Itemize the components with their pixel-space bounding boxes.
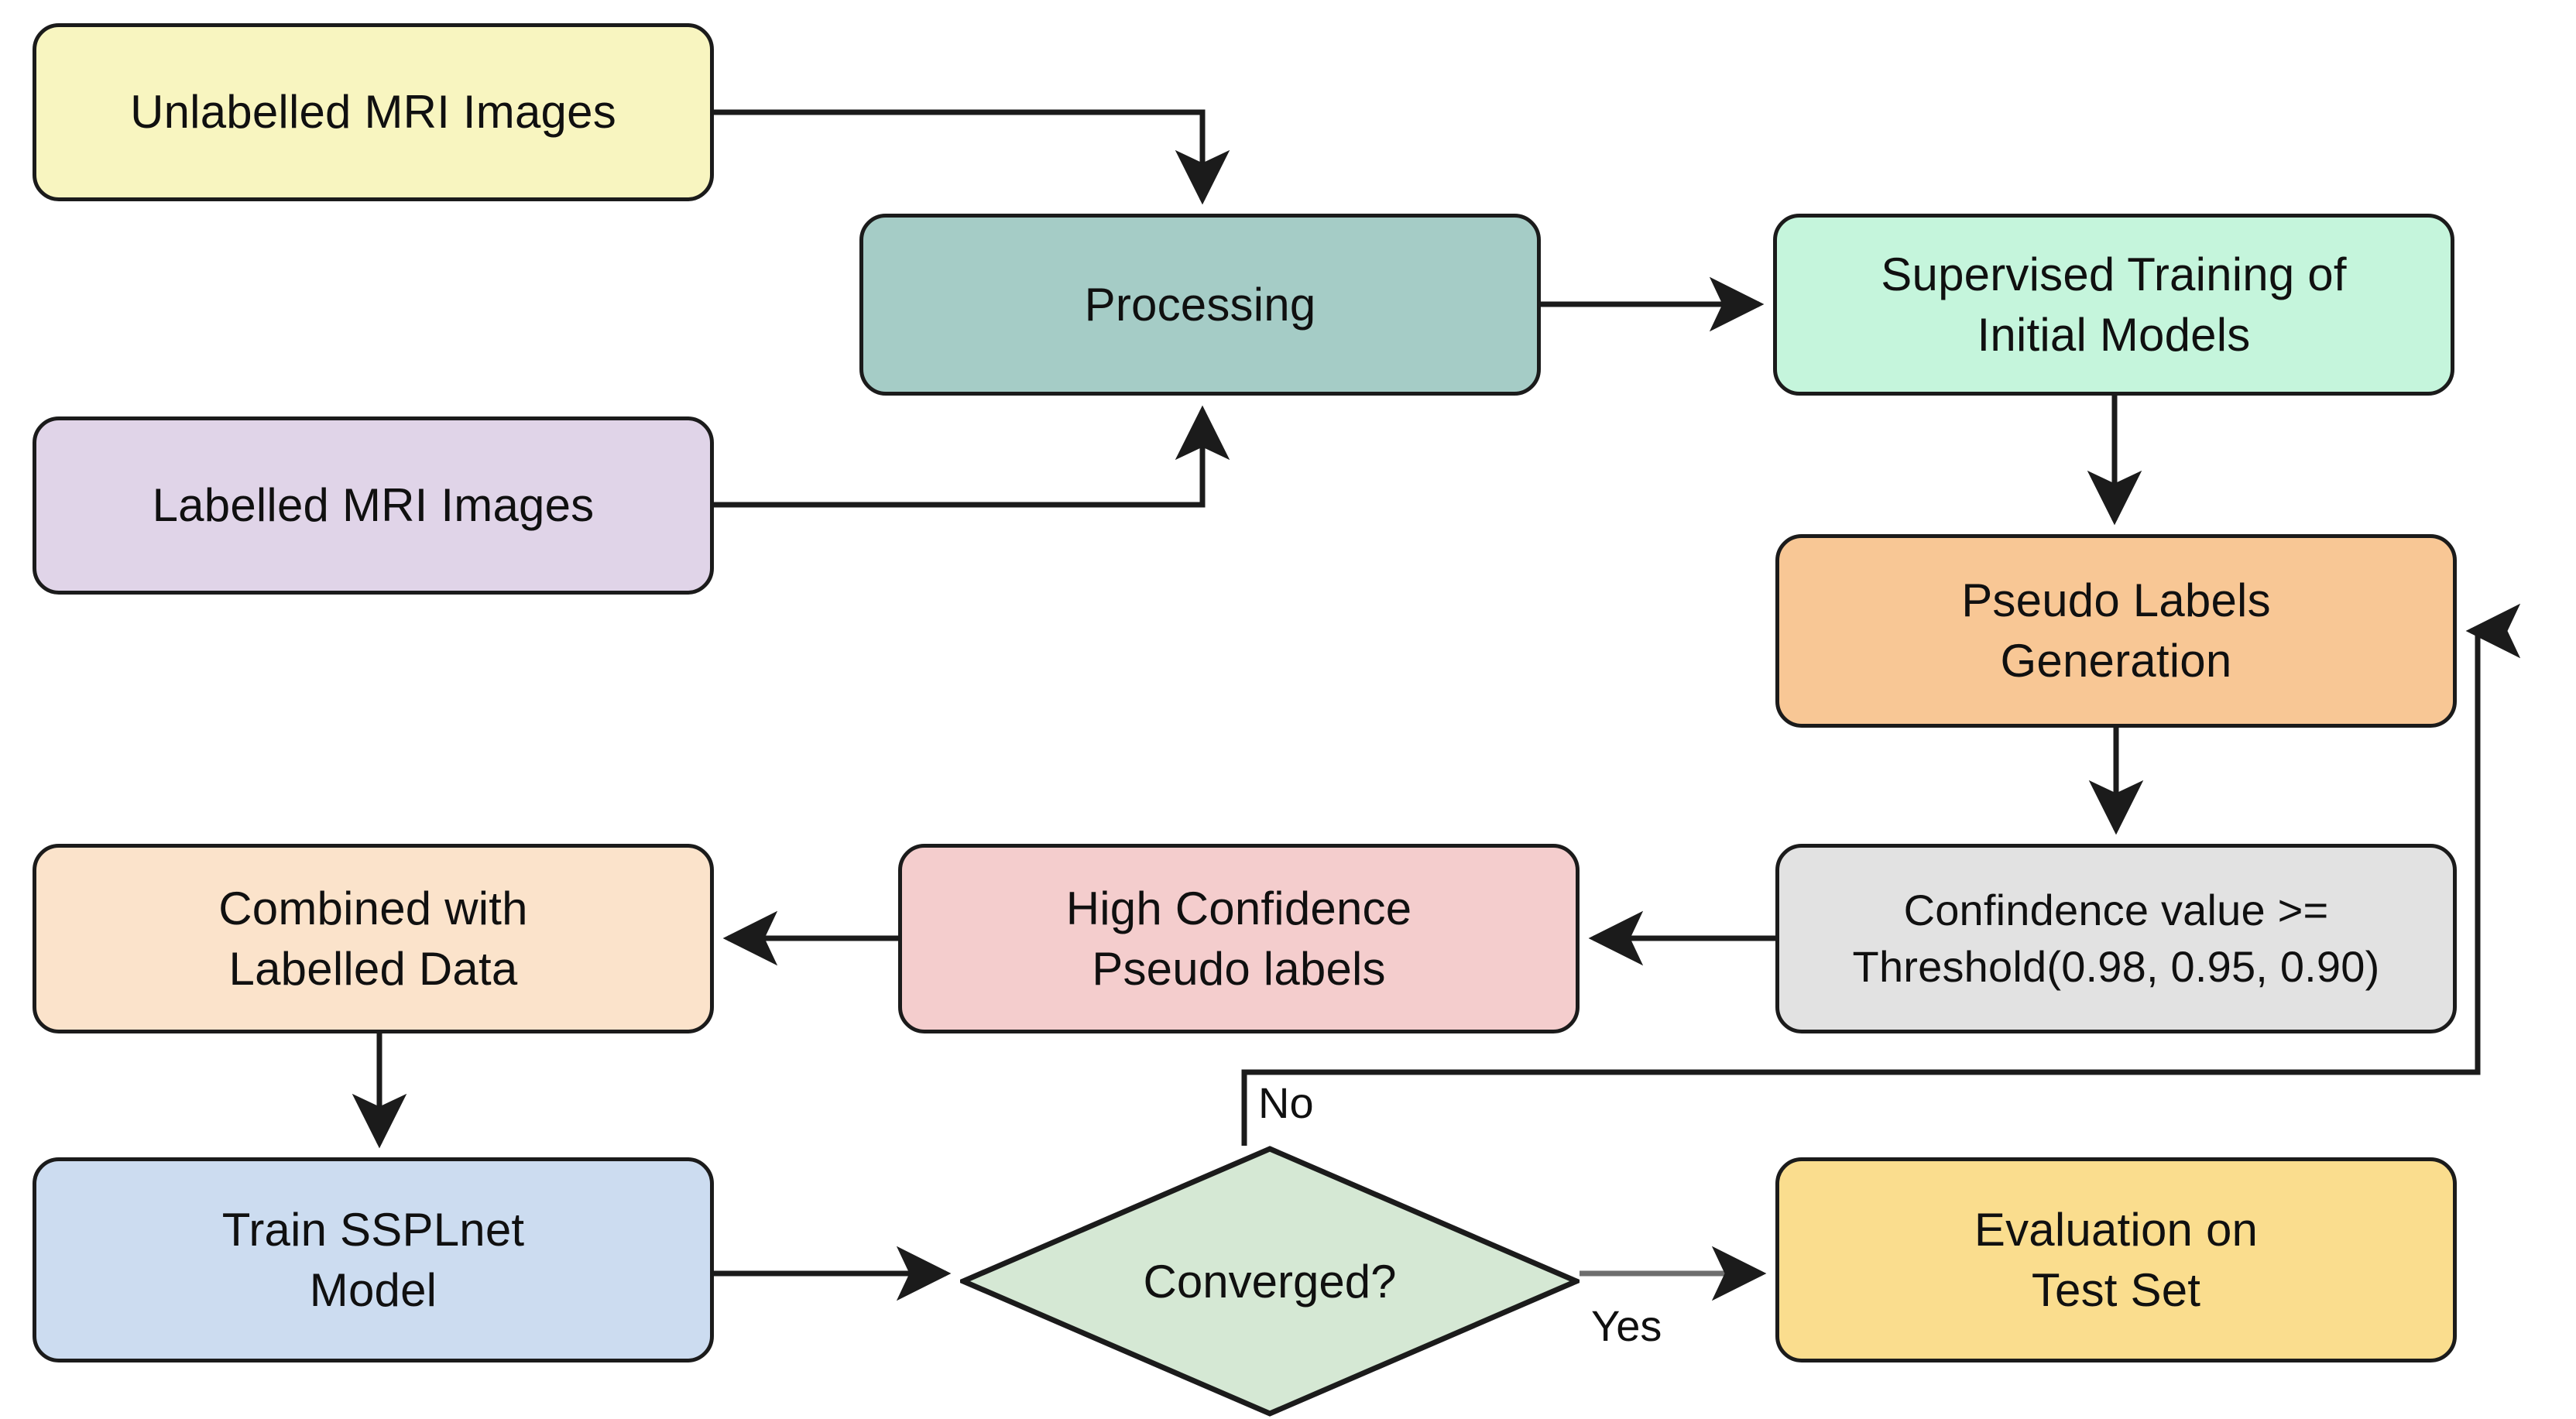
node-label: Pseudo Labels Generation: [1961, 574, 2271, 687]
node-label: Labelled MRI Images: [152, 479, 595, 531]
node-processing[interactable]: Processing: [859, 214, 1541, 396]
node-converged-decision[interactable]: Converged?: [960, 1146, 1580, 1417]
node-label: High Confidence Pseudo labels: [1065, 882, 1412, 995]
node-label-wrapper: Converged?: [960, 1146, 1580, 1417]
node-labelled-mri-images[interactable]: Labelled MRI Images: [33, 416, 714, 595]
node-label: Processing: [1084, 278, 1316, 331]
node-label: Unlabelled MRI Images: [130, 86, 616, 138]
node-evaluation-on-test-set[interactable]: Evaluation on Test Set: [1775, 1157, 2457, 1362]
edge-label-no: No: [1258, 1078, 1314, 1127]
node-pseudo-labels-generation[interactable]: Pseudo Labels Generation: [1775, 534, 2457, 728]
node-supervised-training[interactable]: Supervised Training of Initial Models: [1773, 214, 2454, 396]
node-combined-with-labelled-data[interactable]: Combined with Labelled Data: [33, 844, 714, 1033]
node-unlabelled-mri-images[interactable]: Unlabelled MRI Images: [33, 23, 714, 201]
edge-unlabelled-to-processing: [714, 109, 1230, 205]
node-confidence-threshold[interactable]: Confindence value >= Threshold(0.98, 0.9…: [1775, 844, 2457, 1033]
node-label: Converged?: [1143, 1255, 1397, 1308]
node-high-confidence-pseudo-labels[interactable]: High Confidence Pseudo labels: [898, 844, 1580, 1033]
edge-labelled-to-processing: [714, 405, 1230, 508]
diamond-shape: [960, 1146, 1580, 1417]
node-label: Evaluation on Test Set: [1974, 1203, 2259, 1316]
node-label: Supervised Training of Initial Models: [1881, 248, 2347, 361]
node-label: Confindence value >= Threshold(0.98, 0.9…: [1852, 885, 2380, 991]
node-train-ssplnet-model[interactable]: Train SSPLnet Model: [33, 1157, 714, 1362]
node-label: Combined with Labelled Data: [218, 882, 528, 995]
node-label: Train SSPLnet Model: [221, 1203, 525, 1316]
edge-label-yes: Yes: [1591, 1301, 1662, 1350]
